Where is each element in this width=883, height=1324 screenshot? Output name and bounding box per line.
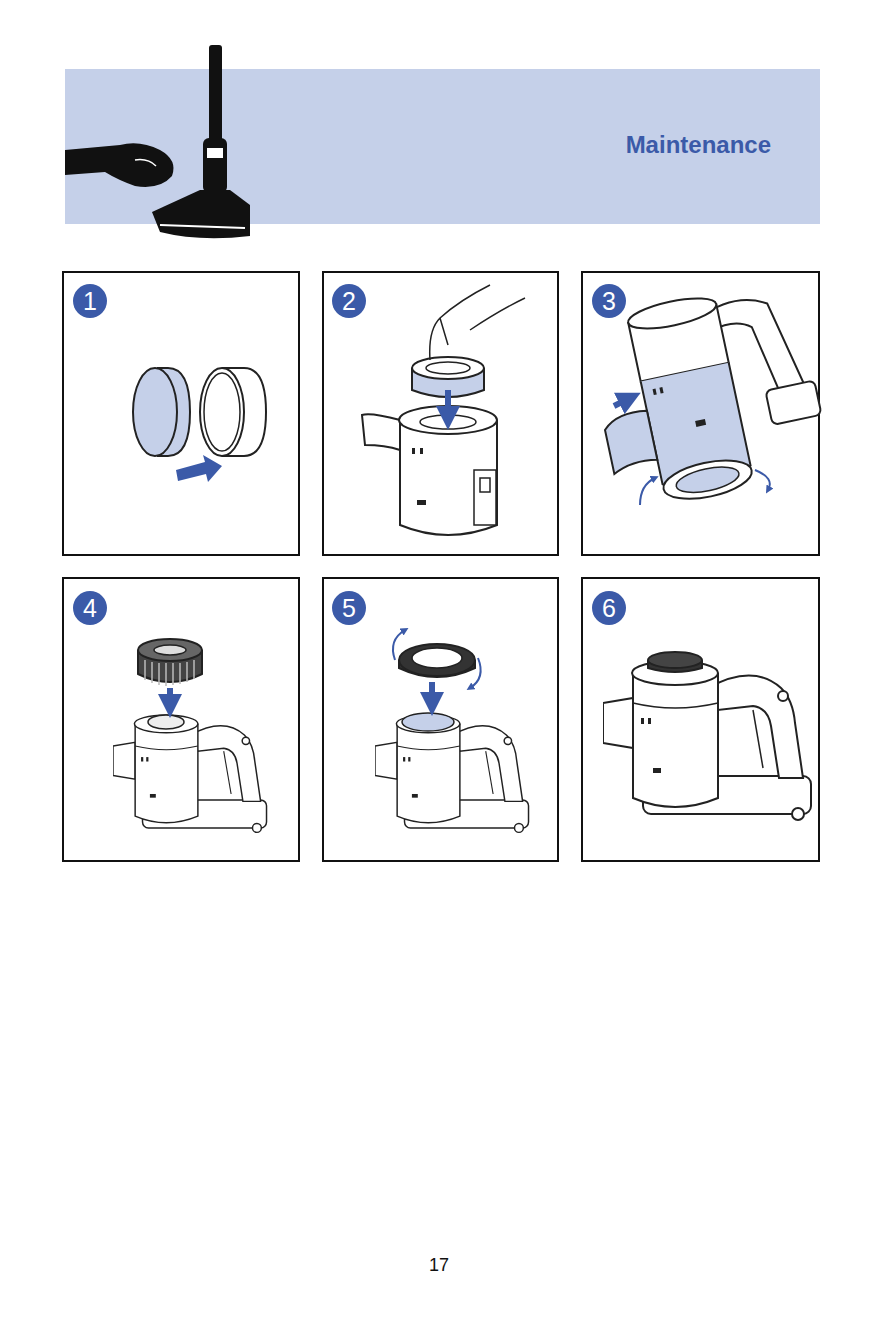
step-number-text: 4 (83, 596, 97, 621)
header-band: Maintenance (65, 69, 820, 224)
step-number-text: 1 (83, 289, 97, 314)
step-number-text: 3 (602, 289, 616, 314)
step-number: 6 (592, 591, 626, 625)
section-title: Maintenance (626, 131, 771, 159)
step-number: 3 (592, 284, 626, 318)
step-number: 5 (332, 591, 366, 625)
step-number-text: 5 (342, 596, 356, 621)
step-number-text: 6 (602, 596, 616, 621)
step-number: 4 (73, 591, 107, 625)
step-number-text: 2 (342, 289, 356, 314)
step-number: 1 (73, 284, 107, 318)
step-number: 2 (332, 284, 366, 318)
page-number: 17 (429, 1255, 449, 1276)
